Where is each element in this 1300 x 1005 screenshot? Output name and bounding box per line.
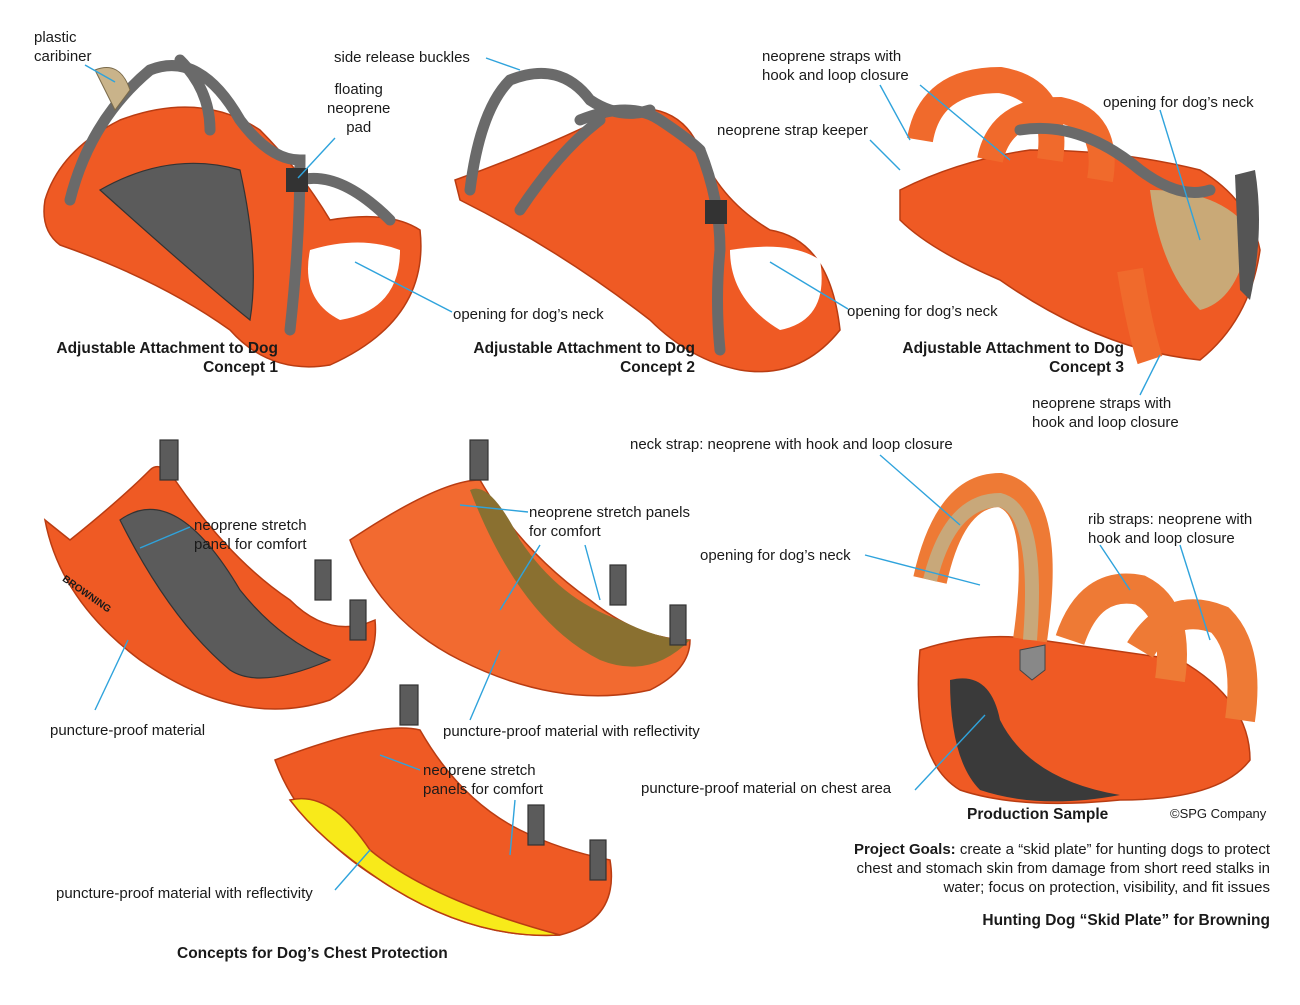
label-line: neoprene straps with bbox=[762, 48, 902, 65]
production-title: Production Sample bbox=[967, 806, 1109, 823]
chest-concept3 bbox=[274, 684, 613, 937]
title-line: Adjustable Attachment to Dog bbox=[56, 340, 278, 357]
label-line: hook and loop closure bbox=[1032, 414, 1179, 431]
label-line: rib straps: neoprene with bbox=[1088, 511, 1253, 528]
label-production-neck: opening for dog’s neck bbox=[700, 547, 851, 564]
label-concept3-straps-bottom: neoprene straps with hook and loop closur… bbox=[1032, 394, 1179, 432]
label-line: panel for comfort bbox=[194, 536, 307, 553]
title-line: Concept 1 bbox=[203, 359, 278, 376]
title-line: Concept 2 bbox=[620, 359, 695, 376]
label-chest3-material: puncture-proof material with reflectivit… bbox=[56, 885, 313, 902]
concept3-harness bbox=[899, 66, 1261, 365]
chest-concept1 bbox=[43, 439, 377, 710]
chest-title: Concepts for Dog’s Chest Protection bbox=[177, 945, 448, 962]
goals-line: water; focus on protection, visibility, … bbox=[943, 879, 1270, 896]
chest-concept2 bbox=[349, 439, 691, 697]
goals-text: create a “skid plate” for hunting dogs t… bbox=[955, 841, 1270, 858]
label-neck-strap: neck strap: neoprene with hook and loop … bbox=[630, 436, 953, 453]
leader-lines bbox=[84, 57, 1211, 891]
goals-label: Project Goals: bbox=[853, 841, 956, 858]
label-line: hook and loop closure bbox=[1088, 530, 1235, 547]
concept2-harness bbox=[454, 67, 841, 373]
title-line: Adjustable Attachment to Dog bbox=[473, 340, 695, 357]
label-side-release-buckles: side release buckles bbox=[334, 49, 470, 66]
goals-line: chest and stomach skin from damage from … bbox=[856, 860, 1270, 877]
title-line: Adjustable Attachment to Dog bbox=[902, 340, 1124, 357]
label-line: panels for comfort bbox=[423, 781, 544, 798]
label-chest-area: puncture-proof material on chest area bbox=[641, 780, 892, 797]
label-line: pad bbox=[346, 119, 372, 136]
label-concept3-neck: opening for dog’s neck bbox=[1103, 94, 1254, 111]
label-line: plastic bbox=[34, 29, 77, 46]
label-floating-pad: floating neoprene pad bbox=[327, 80, 390, 137]
label-concept2-neck: opening for dog’s neck bbox=[847, 303, 998, 320]
label-chest3-panels: neoprene stretch panels for comfort bbox=[423, 761, 543, 799]
label-line: hook and loop closure bbox=[762, 67, 909, 84]
goals-line: Project Goals: create a “skid plate” for… bbox=[780, 840, 1270, 859]
label-line: neoprene stretch bbox=[194, 517, 307, 534]
label-chest1-material: puncture-proof material bbox=[50, 722, 206, 739]
label-line: for comfort bbox=[529, 523, 601, 540]
label-strap-keeper: neoprene strap keeper bbox=[717, 122, 868, 139]
title-line: Concept 3 bbox=[1049, 359, 1124, 376]
label-line: neoprene stretch bbox=[423, 762, 536, 779]
label-plastic-caribiner: plastic caribiner bbox=[34, 28, 92, 66]
label-line: caribiner bbox=[34, 48, 92, 65]
label-concept1-neck: opening for dog’s neck bbox=[453, 306, 604, 323]
label-chest1-panel: neoprene stretch panel for comfort bbox=[194, 516, 307, 554]
label-line: neoprene bbox=[327, 100, 391, 117]
project-title: Hunting Dog “Skid Plate” for Browning bbox=[982, 912, 1270, 929]
label-line: neoprene stretch panels bbox=[529, 504, 690, 521]
label-rib-straps: rib straps: neoprene with hook and loop c… bbox=[1088, 510, 1252, 548]
label-concept3-straps-top: neoprene straps with hook and loop closur… bbox=[762, 47, 909, 85]
label-line: neoprene straps with bbox=[1032, 395, 1172, 412]
copyright: ©SPG Company bbox=[1170, 806, 1267, 821]
project-goals: Project Goals: create a “skid plate” for… bbox=[780, 840, 1270, 897]
concept1-harness bbox=[43, 54, 422, 368]
label-line: floating bbox=[334, 81, 383, 98]
label-chest2-material: puncture-proof material with reflectivit… bbox=[443, 723, 700, 740]
label-chest2-panels: neoprene stretch panels for comfort bbox=[529, 503, 690, 541]
production-harness bbox=[913, 472, 1258, 805]
